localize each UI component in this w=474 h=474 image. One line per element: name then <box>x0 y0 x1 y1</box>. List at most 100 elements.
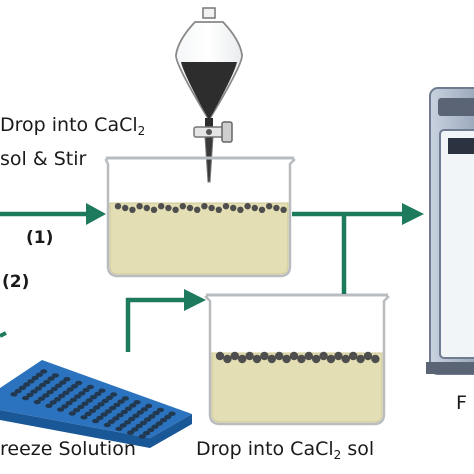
drop-stir-label-line2: sol & Stir <box>0 148 87 170</box>
tray-well <box>51 373 60 378</box>
funnel-liquid <box>181 62 237 120</box>
tray-well <box>100 412 108 417</box>
bead <box>356 354 365 364</box>
bead <box>237 206 244 213</box>
tray-well <box>155 421 163 426</box>
bead <box>280 206 287 213</box>
funnel-neck <box>202 7 216 19</box>
tray-well <box>61 404 69 409</box>
freeze-solution-label: reeze Solution <box>0 438 136 460</box>
tray-well <box>115 426 123 431</box>
tray-well <box>37 396 46 401</box>
tray-well <box>132 413 140 418</box>
stirring-beaker-beads <box>114 203 287 213</box>
bead <box>186 204 194 212</box>
tray-well <box>75 380 83 386</box>
tray-well <box>92 418 100 424</box>
drop-cacl2-label: Drop into CaCl2 sol <box>196 438 375 462</box>
stirring-beaker-liquid <box>109 202 289 275</box>
bead <box>143 204 150 212</box>
tray-well <box>39 382 47 388</box>
tray-well <box>27 379 35 384</box>
arrow-step1-head <box>86 203 106 225</box>
bead <box>258 206 266 213</box>
bead <box>179 203 186 210</box>
tray-well <box>151 424 159 429</box>
bead <box>363 351 373 361</box>
tray-well <box>139 420 147 426</box>
bead <box>251 204 258 212</box>
bead <box>304 351 313 361</box>
static-beaker-glass <box>204 293 390 426</box>
tray-well <box>147 427 155 433</box>
freeze-dryer-icon <box>426 87 474 375</box>
bead <box>244 203 251 210</box>
tray-well <box>148 414 156 419</box>
tray-well <box>94 391 102 397</box>
bead <box>275 351 284 361</box>
tray-well <box>62 390 70 395</box>
tray-well <box>68 411 76 416</box>
bead <box>312 354 321 364</box>
tray-well <box>18 385 27 390</box>
tray-well <box>57 407 65 412</box>
tray-well <box>144 417 152 422</box>
tray-well <box>81 401 89 406</box>
tray-well <box>127 430 135 435</box>
tray-well <box>119 423 127 428</box>
tray-well <box>131 427 139 432</box>
drop-stir-label-line1: Drop into CaCl2 <box>0 114 146 138</box>
tray-well <box>54 383 63 388</box>
tray-well <box>116 413 124 418</box>
bead <box>371 354 380 364</box>
tray-well <box>105 395 114 400</box>
bead <box>158 203 165 210</box>
bead <box>266 203 273 210</box>
stopcock-handle <box>221 121 233 143</box>
tray-well <box>26 392 34 398</box>
flow-arrows <box>0 203 424 352</box>
bead <box>273 204 280 212</box>
tray-well <box>86 384 94 390</box>
tray-well <box>66 387 74 392</box>
tray-well <box>159 418 168 423</box>
tray-well <box>40 369 48 374</box>
tray-well <box>93 405 101 410</box>
tray-well <box>140 407 149 412</box>
tray-well <box>78 391 86 396</box>
tray-well <box>23 382 31 387</box>
tray-well <box>74 394 82 399</box>
tray-well <box>96 415 104 421</box>
well-plate-icon <box>0 360 192 448</box>
bead <box>334 351 343 361</box>
tray-wells <box>10 369 176 439</box>
tray-well <box>156 407 164 413</box>
tray-well <box>138 434 146 439</box>
tray-well <box>129 403 137 408</box>
bead <box>341 354 350 364</box>
tray-well <box>63 377 71 382</box>
tray-well <box>120 409 128 415</box>
tray-well <box>85 398 93 403</box>
tray-side <box>0 410 192 448</box>
bead <box>222 203 230 210</box>
tray-well <box>133 400 141 405</box>
bead <box>230 204 237 212</box>
tray-well <box>110 392 118 397</box>
bead <box>165 204 172 212</box>
tray-well <box>103 422 111 428</box>
bead <box>245 351 254 361</box>
tray-well <box>22 395 30 401</box>
tray-well <box>42 393 50 398</box>
tray-well <box>72 408 81 413</box>
tray-well <box>70 384 79 389</box>
tray-well <box>84 411 92 417</box>
bead <box>223 354 232 364</box>
tray-well <box>113 402 121 408</box>
tray-well <box>69 397 77 403</box>
tray-well <box>98 388 106 393</box>
tray-well <box>123 420 132 425</box>
bead <box>326 354 336 364</box>
bead <box>150 206 158 213</box>
